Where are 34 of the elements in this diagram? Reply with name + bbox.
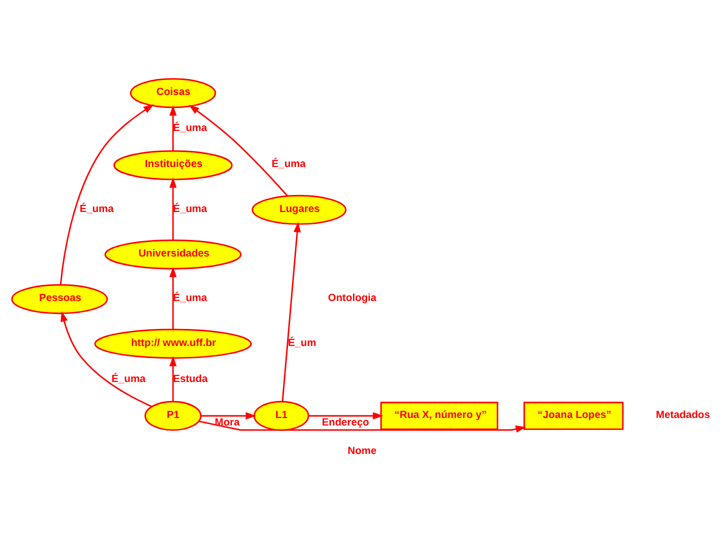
edge-label: É_uma bbox=[173, 292, 208, 304]
edge-label: Endereço bbox=[322, 417, 370, 428]
node-ellipse: http:// www.uff.br bbox=[94, 328, 252, 358]
node-box: “Rua X, número y” bbox=[380, 401, 498, 430]
edge-label: Nome bbox=[348, 445, 377, 456]
node-ellipse: P1 bbox=[144, 400, 202, 430]
arrow bbox=[169, 266, 177, 329]
edge-label: É_uma bbox=[272, 158, 306, 170]
arrow bbox=[169, 176, 177, 240]
node-ellipse: Coisas bbox=[130, 78, 216, 108]
arrow bbox=[282, 221, 301, 402]
node-ellipse: L1 bbox=[253, 400, 310, 430]
node-ellipse: Pessoas bbox=[11, 284, 108, 314]
edge-label: É_uma bbox=[173, 203, 208, 214]
arrow bbox=[308, 412, 384, 419]
label: Metadados bbox=[656, 409, 710, 420]
node-box: “Joana Lopes” bbox=[523, 401, 624, 430]
edge-label: Estuda bbox=[173, 373, 208, 384]
label: Ontologia bbox=[328, 292, 376, 304]
arrow bbox=[198, 420, 526, 432]
arrow bbox=[169, 355, 177, 401]
node-ellipse: Lugares bbox=[252, 194, 346, 224]
arrow bbox=[169, 104, 177, 150]
arrow bbox=[60, 310, 152, 407]
edge-label: Mora bbox=[214, 417, 240, 428]
node-ellipse: Instituições bbox=[113, 150, 233, 180]
edge-label: É_uma bbox=[80, 203, 114, 214]
arrow bbox=[60, 104, 154, 284]
arrow bbox=[200, 412, 256, 419]
edge-label: É_uma bbox=[173, 122, 208, 134]
edge-label: É_um bbox=[288, 337, 316, 348]
node-ellipse: Universidades bbox=[104, 239, 242, 269]
edge-label: É_uma bbox=[111, 373, 146, 384]
arrow bbox=[188, 104, 288, 196]
